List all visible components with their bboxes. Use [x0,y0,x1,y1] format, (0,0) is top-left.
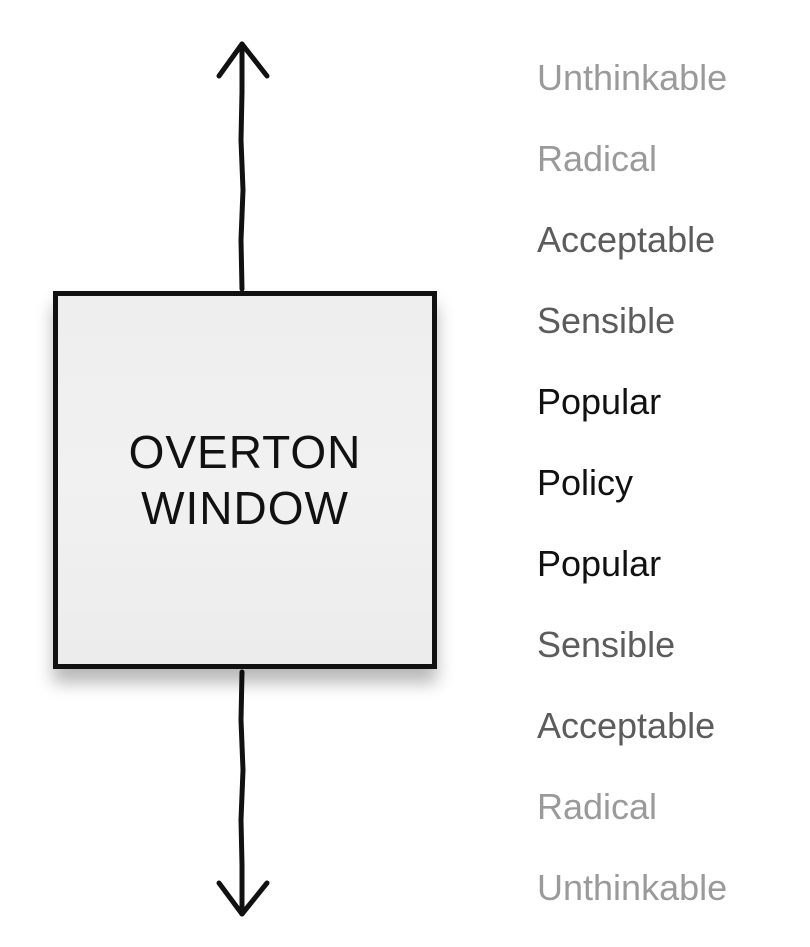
down-arrow-shaft [238,669,246,917]
acceptability-scale: Unthinkable Radical Acceptable Sensible … [537,56,727,947]
scale-label-acceptable-top: Acceptable [537,219,716,260]
scale-label-unthinkable-bottom: Unthinkable [537,867,728,908]
scale-label-radical-bottom: Radical [537,786,658,827]
window-title-line-2: WINDOW [141,482,349,534]
window-title-line-1: OVERTON [128,426,362,478]
up-arrow-shaft [238,41,246,292]
scale-label-sensible-top: Sensible [537,300,676,341]
down-arrow-head [216,880,270,917]
scale-label-popular-bottom: Popular [537,543,662,584]
overton-window-box: OVERTON WINDOW [53,291,437,669]
scale-label-radical-top: Radical [537,138,658,179]
scale-label-unthinkable-top: Unthinkable [537,57,728,98]
up-arrow-head [216,41,270,79]
scale-label-sensible-bottom: Sensible [537,624,676,665]
scale-label-acceptable-bottom: Acceptable [537,705,716,746]
scale-label-policy: Policy [537,462,634,503]
scale-label-popular-top: Popular [537,381,662,422]
